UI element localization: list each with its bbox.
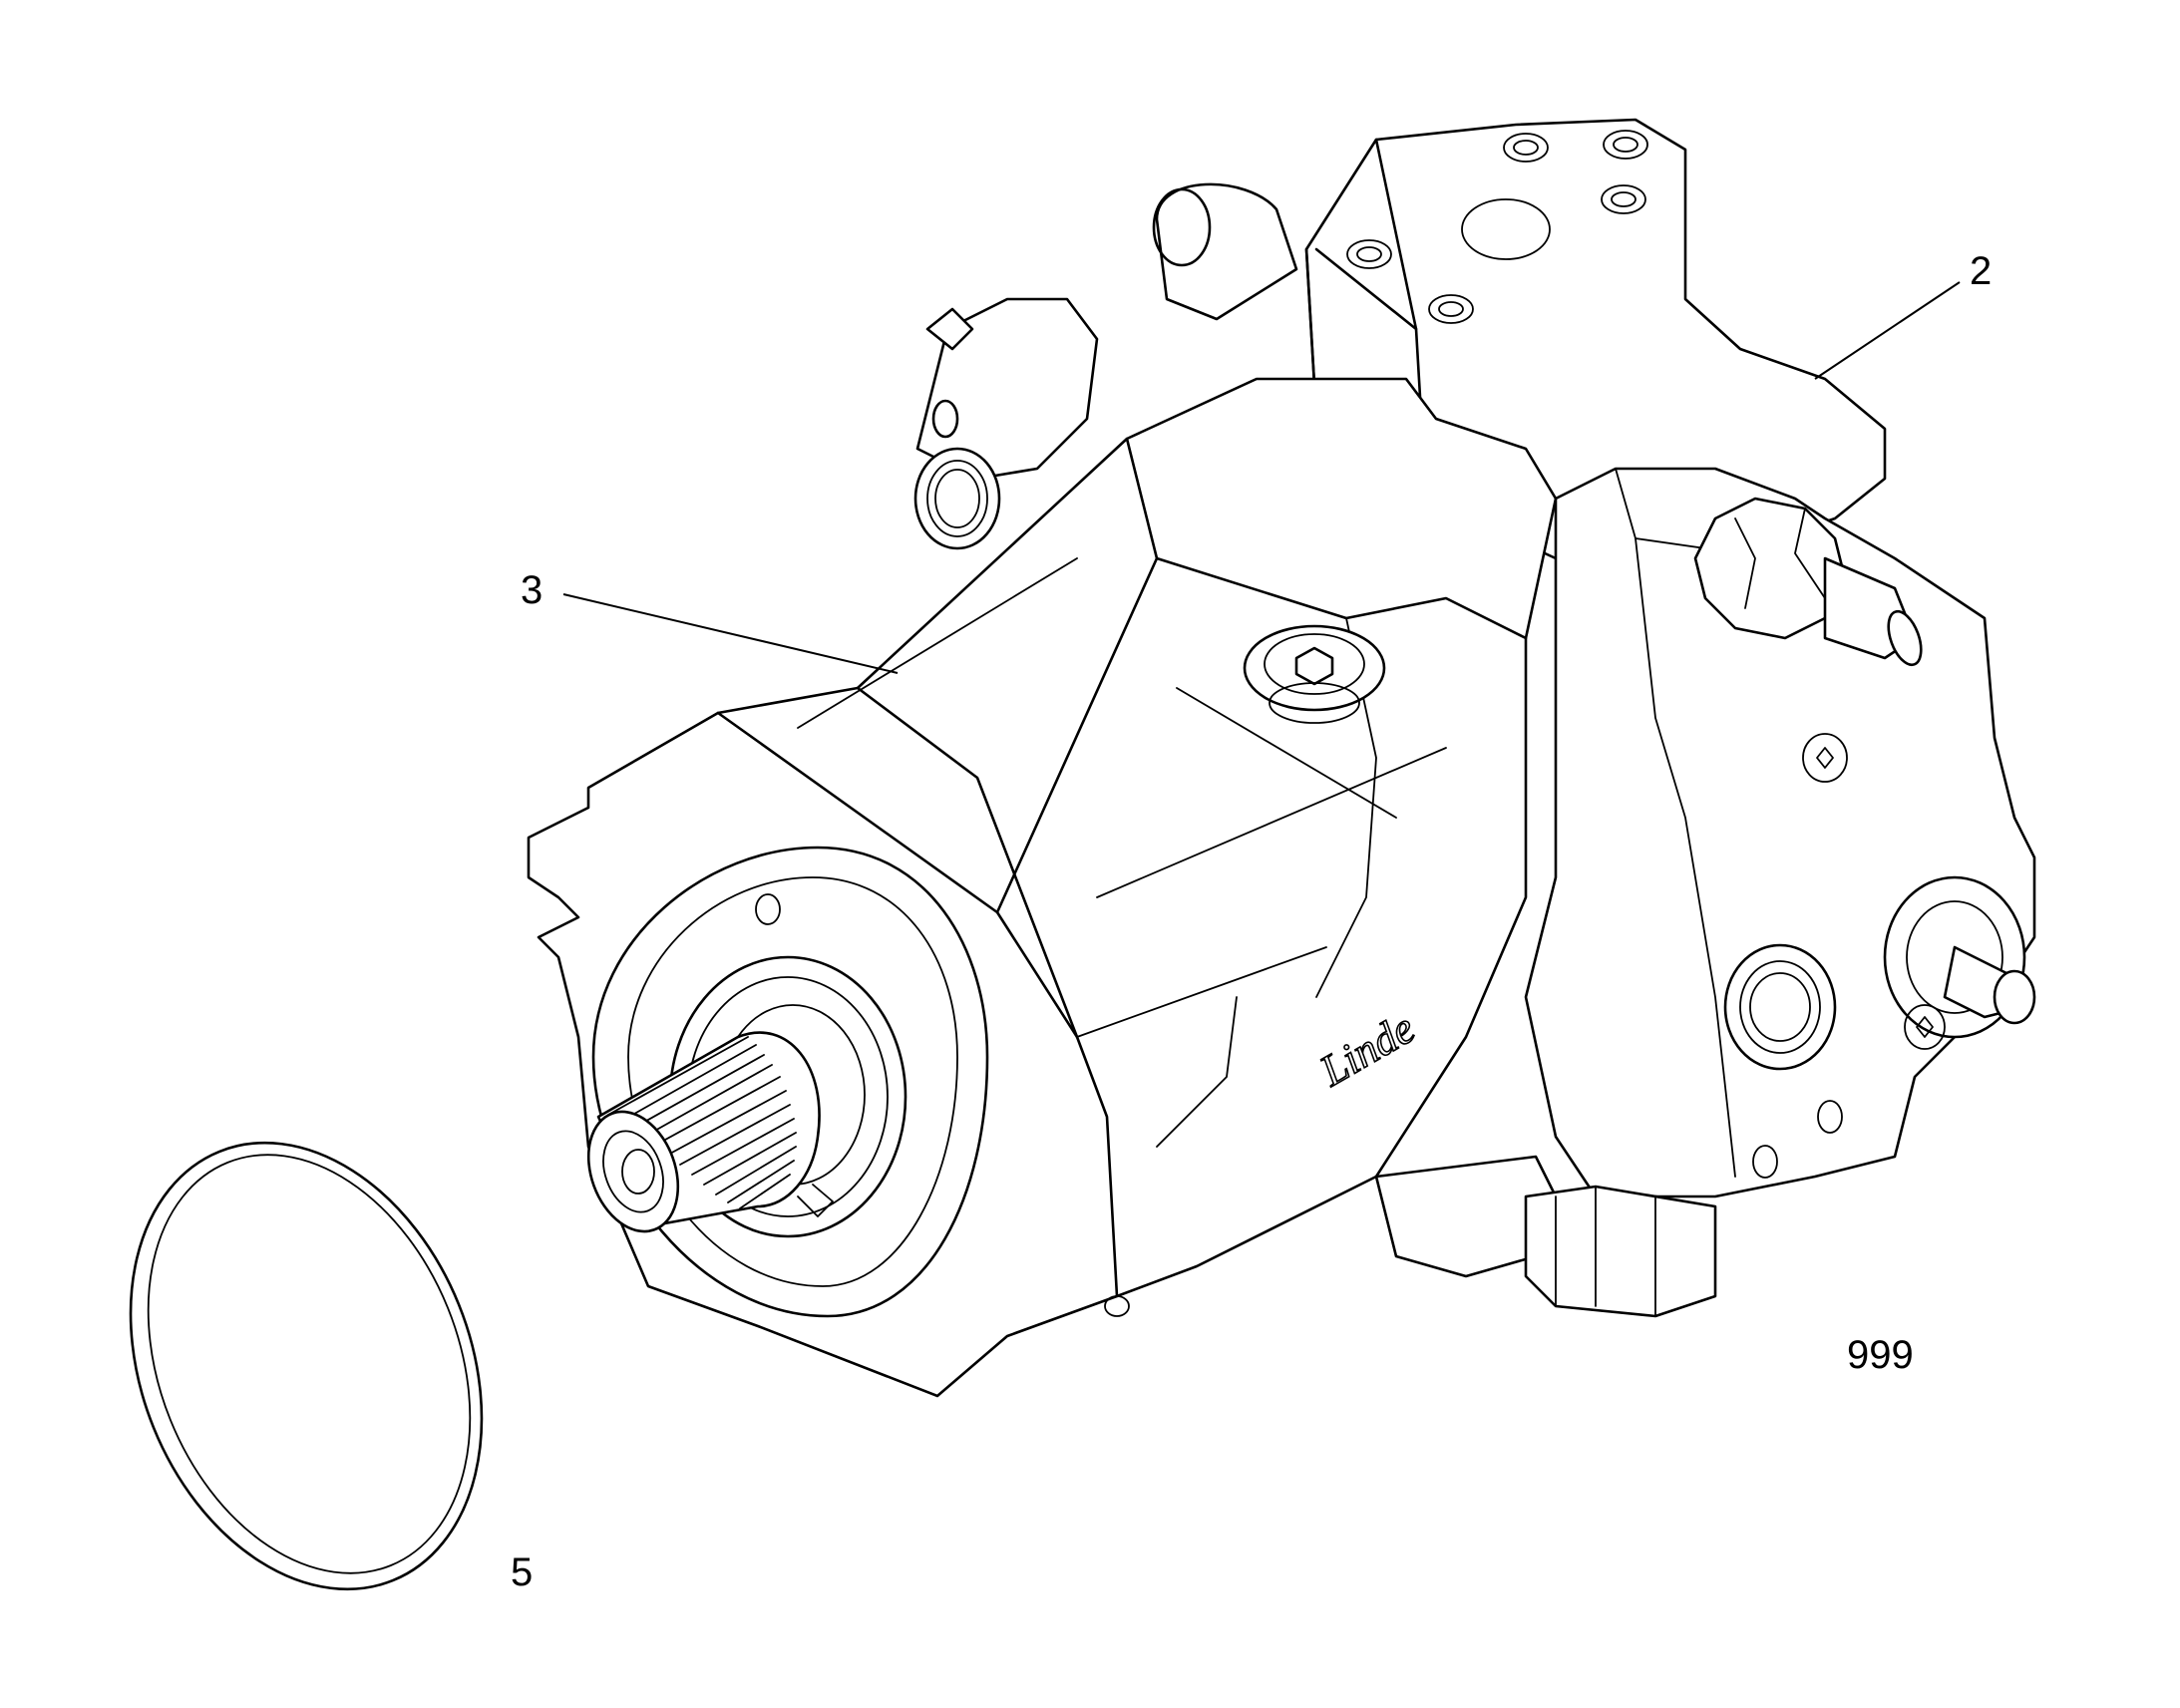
callout-3[interactable]: 3 bbox=[521, 568, 543, 612]
leader-lines bbox=[562, 281, 1961, 674]
callout-2[interactable]: 2 bbox=[1970, 249, 1992, 293]
callout-5[interactable]: 5 bbox=[511, 1550, 533, 1594]
drawing-number: 999 bbox=[1847, 1333, 1914, 1377]
leader-line-2 bbox=[1814, 281, 1961, 380]
o-ring-part-5[interactable] bbox=[67, 1090, 545, 1642]
hydraulic-pump-assembly[interactable]: Linde bbox=[527, 118, 2036, 1398]
spline-teeth bbox=[607, 1036, 797, 1209]
leader-line-3 bbox=[562, 593, 899, 674]
